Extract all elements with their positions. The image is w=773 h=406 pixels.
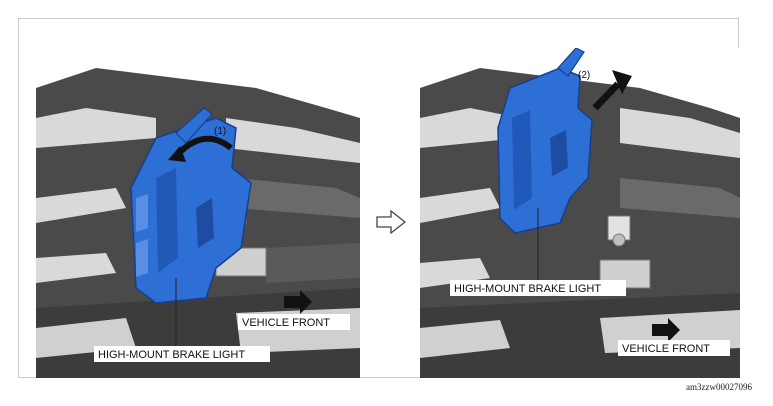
right-step-callout: (2) bbox=[578, 70, 590, 81]
left-part-label: HIGH-MOUNT BRAKE LIGHT bbox=[98, 349, 245, 361]
reference-id: am3zzw00027096 bbox=[686, 382, 752, 392]
left-direction-label: VEHICLE FRONT bbox=[242, 317, 330, 329]
outline-right-arrow-icon bbox=[376, 210, 406, 234]
left-step-callout: (1) bbox=[214, 126, 226, 137]
left-illustration: (1) HIGH-MOUNT BRAKE LIGHT VEHICLE FRONT bbox=[36, 48, 360, 378]
left-illustration-svg: (1) HIGH-MOUNT BRAKE LIGHT VEHICLE FRONT bbox=[36, 48, 360, 378]
right-part-label: HIGH-MOUNT BRAKE LIGHT bbox=[454, 283, 601, 295]
right-illustration-svg: (2) HIGH-MOUNT BRAKE LIGHT VEHICLE FRONT bbox=[420, 48, 740, 378]
right-vehicle-front-arrow-icon bbox=[652, 318, 680, 342]
right-direction-label: VEHICLE FRONT bbox=[622, 343, 710, 355]
left-vehicle-front-arrow-icon bbox=[284, 290, 312, 314]
right-illustration: (2) HIGH-MOUNT BRAKE LIGHT VEHICLE FRONT bbox=[420, 48, 740, 378]
